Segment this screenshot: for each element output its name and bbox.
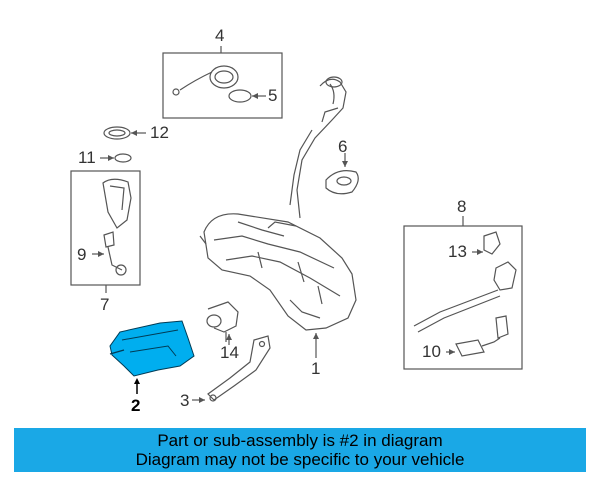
ring-11-drawing: [114, 153, 132, 163]
info-banner: Part or sub-assembly is #2 in diagram Di…: [14, 428, 586, 472]
filler-neck-drawing: [289, 76, 347, 219]
callout-7: 7: [100, 295, 110, 314]
callout-4: 4: [215, 26, 225, 45]
fuel-tank-drawing: [199, 213, 357, 331]
callout-13: 13: [448, 242, 467, 261]
callout-12: 12: [150, 123, 169, 142]
callout-14: 14: [220, 343, 239, 362]
callout-8: 8: [457, 197, 467, 216]
pump-module-drawing: [413, 231, 517, 357]
callout-11: 11: [78, 148, 96, 167]
fuel-cap-drawing: [172, 65, 239, 96]
callout-5: 5: [268, 86, 278, 105]
valve-14-drawing: [206, 301, 239, 342]
callout-10: 10: [422, 342, 441, 361]
callout-2: 2: [131, 396, 141, 415]
sender-unit-drawing: [102, 178, 132, 276]
gasket-12-drawing: [103, 126, 131, 140]
o-ring-5-drawing: [228, 89, 252, 103]
callout-1: 1: [311, 359, 321, 378]
parts-diagram: [70, 46, 523, 403]
heat-shield-part-2: [109, 320, 195, 377]
part-4-box: [162, 52, 283, 119]
banner-line-1: Part or sub-assembly is #2 in diagram: [157, 431, 443, 450]
banner-line-2: Diagram may not be specific to your vehi…: [135, 450, 465, 469]
strap-3-drawing: [207, 335, 271, 402]
callout-6: 6: [338, 137, 348, 156]
callout-9: 9: [77, 245, 87, 264]
callout-3: 3: [180, 391, 190, 410]
seal-6-drawing: [325, 153, 359, 195]
